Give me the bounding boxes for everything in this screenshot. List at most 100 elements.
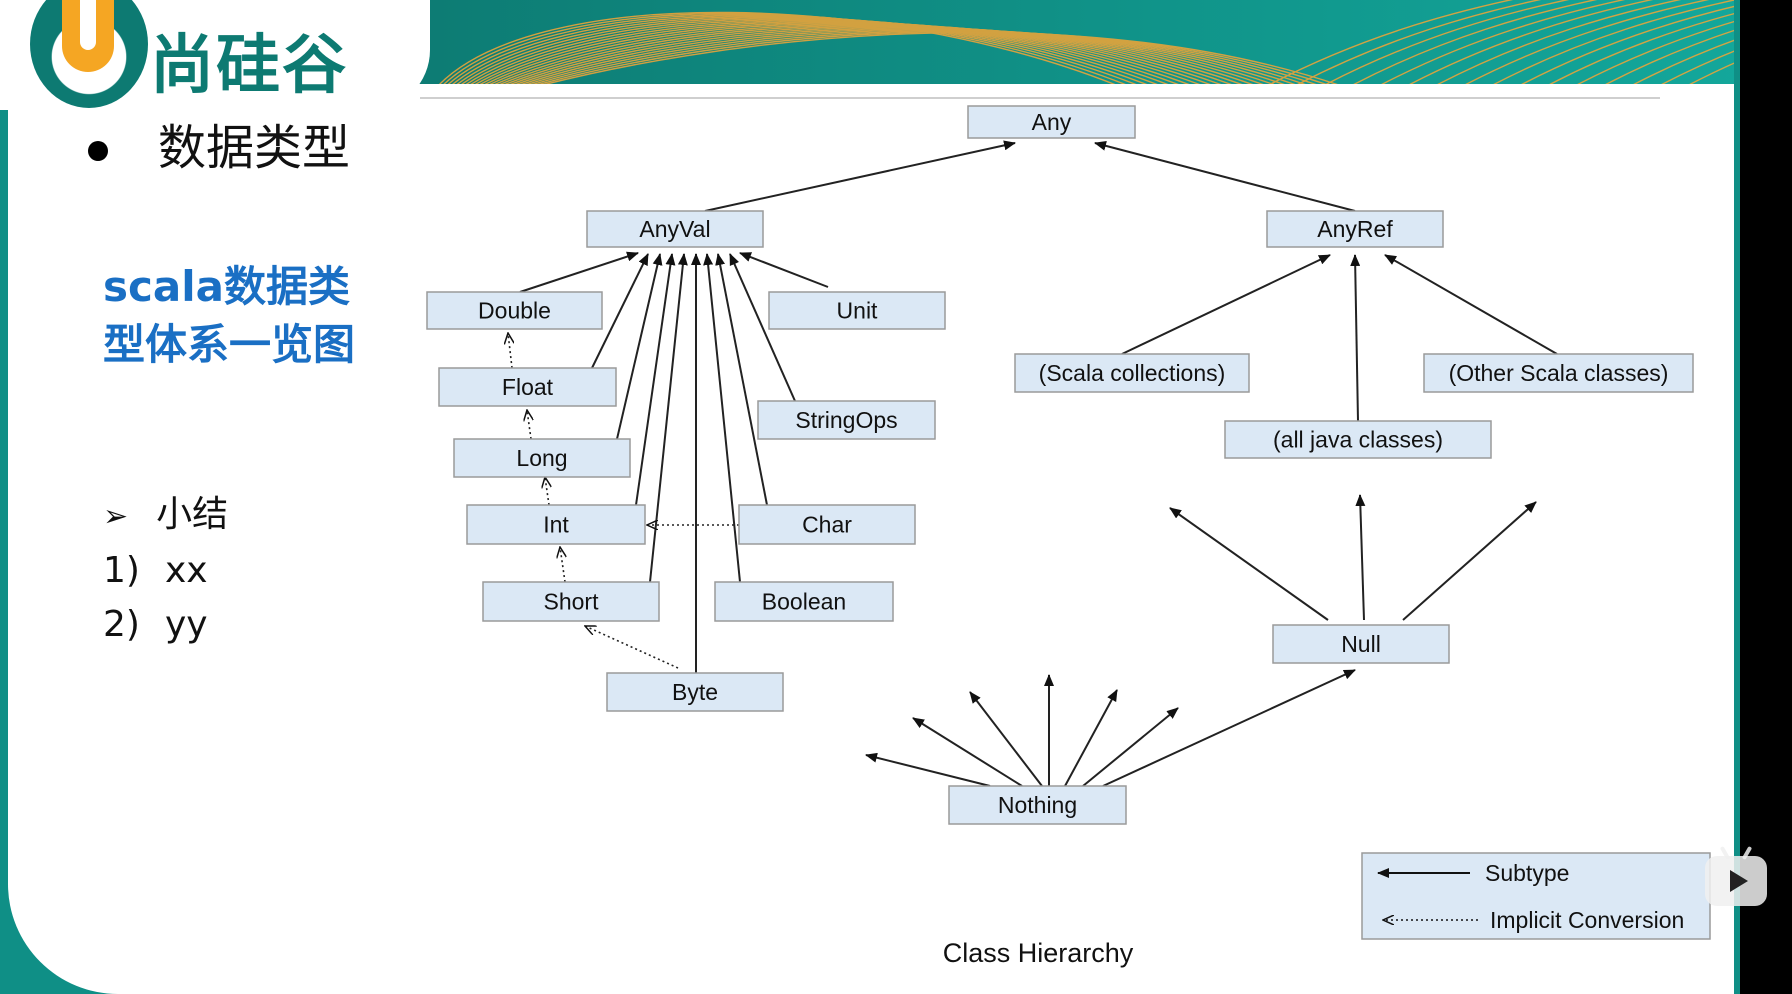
summary-label: 小结 bbox=[156, 494, 229, 535]
banner-curve bbox=[1267, 0, 1514, 85]
banner-curve bbox=[450, 14, 1150, 85]
banner-curve bbox=[482, 21, 1224, 85]
node-unit: Unit bbox=[768, 291, 946, 330]
node-box bbox=[714, 581, 894, 622]
legend-subtype: Subtype bbox=[1485, 860, 1569, 886]
subtype-edge-stringops-to-anyval bbox=[729, 253, 796, 402]
node-label: (Other Scala classes) bbox=[1449, 360, 1669, 386]
right-border bbox=[1734, 0, 1740, 994]
item-number: 2) bbox=[103, 604, 140, 645]
brand-logo-text: 尚硅谷 bbox=[150, 29, 348, 103]
section-subtitle: scala数据类型体系一览图 bbox=[103, 262, 356, 369]
bullet-icon bbox=[88, 141, 108, 161]
banner-curve bbox=[507, 26, 1278, 85]
video-play-icon[interactable] bbox=[1705, 845, 1767, 906]
banner-curve bbox=[512, 27, 1288, 85]
node-box bbox=[438, 367, 617, 407]
subtype-stub-edge bbox=[1355, 494, 1366, 621]
node-double: Double bbox=[426, 291, 603, 330]
node-label: Long bbox=[516, 445, 567, 471]
node-box bbox=[466, 504, 646, 545]
subtype-stub-edge bbox=[1169, 507, 1329, 621]
banner-curve bbox=[517, 28, 1299, 85]
node-label: Unit bbox=[837, 298, 879, 324]
black-margin bbox=[1740, 0, 1792, 994]
node-label: Any bbox=[1032, 109, 1072, 135]
node-label: Null bbox=[1341, 631, 1381, 657]
node-label: Char bbox=[802, 512, 852, 538]
item-text: xx bbox=[165, 550, 208, 591]
banner-curve bbox=[523, 29, 1309, 85]
subtype-stub-edge bbox=[969, 691, 1043, 787]
edges bbox=[508, 140, 1558, 787]
banner-curve bbox=[1659, 47, 1740, 85]
banner-curve bbox=[1323, 0, 1570, 85]
subtype-edge-java_classes-to-anyref bbox=[1350, 254, 1361, 422]
node-label: Nothing bbox=[998, 792, 1077, 818]
node-anyval: AnyVal bbox=[586, 210, 764, 248]
subtype-edge-other_scala-to-anyref bbox=[1384, 254, 1558, 355]
node-label: Boolean bbox=[762, 589, 846, 615]
diagram-caption: Class Hierarchy bbox=[943, 938, 1134, 968]
node-label: Double bbox=[478, 298, 551, 324]
banner-curve bbox=[1379, 0, 1626, 85]
banner-curve bbox=[446, 13, 1140, 85]
summary-heading: ➢ 小结 bbox=[103, 488, 228, 544]
implicit-edge-byte-to-short bbox=[585, 626, 679, 669]
node-anyref: AnyRef bbox=[1266, 210, 1444, 248]
banner-curve bbox=[1463, 0, 1710, 85]
implicit-edge-long-to-float bbox=[527, 410, 531, 440]
banner-curve bbox=[1631, 37, 1740, 85]
banner-curve bbox=[540, 31, 1341, 85]
banner-curve bbox=[455, 15, 1161, 85]
subtype-edge-float-to-anyval bbox=[591, 253, 649, 369]
subtype-edge-anyref-to-any bbox=[1094, 140, 1356, 212]
node-nothing: Nothing bbox=[948, 785, 1127, 825]
node-label: Int bbox=[543, 512, 569, 538]
summary-item: 2) yy bbox=[103, 598, 228, 652]
node-box bbox=[586, 210, 764, 248]
banner-curve bbox=[1519, 4, 1740, 85]
subtype-edge-short-to-anyval bbox=[649, 253, 688, 583]
logo-u-inner bbox=[80, 0, 96, 50]
banner-curve bbox=[459, 16, 1171, 85]
item-text: yy bbox=[165, 604, 208, 645]
node-label: AnyRef bbox=[1317, 216, 1393, 242]
node-stringops: StringOps bbox=[757, 400, 936, 440]
legend-box bbox=[1361, 852, 1711, 940]
banner-curve bbox=[438, 11, 1118, 85]
node-box bbox=[1014, 353, 1250, 393]
banner-curve bbox=[528, 30, 1320, 85]
node-box bbox=[948, 785, 1127, 825]
banner-curve bbox=[477, 20, 1214, 85]
node-byte: Byte bbox=[606, 672, 784, 712]
node-short: Short bbox=[482, 581, 660, 622]
arrow-bullet-icon: ➢ bbox=[103, 499, 129, 534]
node-label: AnyVal bbox=[639, 216, 710, 242]
node-box bbox=[1272, 624, 1450, 664]
implicit-edge-int-to-long bbox=[545, 477, 549, 506]
node-label: StringOps bbox=[795, 407, 897, 433]
node-box bbox=[426, 291, 603, 330]
node-box bbox=[482, 581, 660, 622]
banner-curve bbox=[492, 23, 1246, 85]
node-int: Int bbox=[466, 504, 646, 545]
node-box bbox=[1423, 353, 1694, 393]
node-label: Byte bbox=[672, 679, 718, 705]
node-box bbox=[967, 105, 1136, 139]
node-float: Float bbox=[438, 367, 617, 407]
banner-curve bbox=[468, 18, 1193, 85]
node-scala-collections: (Scala collections) bbox=[1014, 353, 1250, 393]
node-long: Long bbox=[453, 438, 631, 478]
node-char: Char bbox=[738, 504, 916, 545]
banner-curve bbox=[1351, 0, 1598, 85]
subtype-stub-edge bbox=[912, 717, 1023, 787]
node-box bbox=[1224, 420, 1492, 459]
node-box bbox=[738, 504, 916, 545]
banner-curve bbox=[442, 12, 1129, 85]
legend: Subtype Implicit Conversion bbox=[1361, 852, 1711, 940]
subtype-edge-anyval-to-any bbox=[704, 140, 1016, 212]
node-label: Float bbox=[502, 374, 554, 400]
banner-curve bbox=[534, 30, 1331, 85]
